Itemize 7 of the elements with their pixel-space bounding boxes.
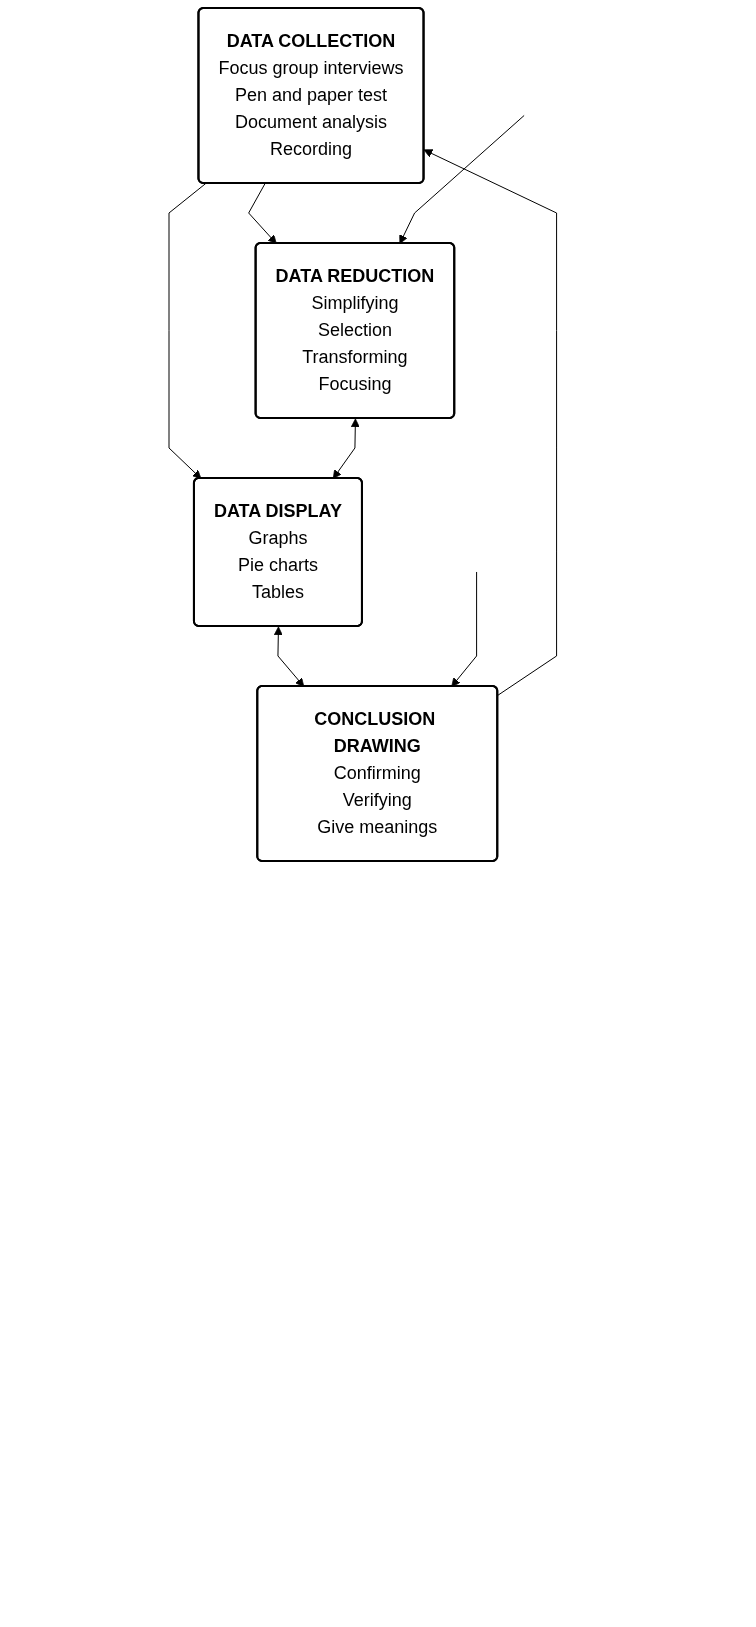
arrow [423, 149, 558, 696]
arrow [248, 183, 277, 244]
arrow [451, 571, 478, 687]
arrow [333, 418, 360, 479]
arrow [399, 115, 525, 244]
arrow [168, 183, 207, 479]
arrow [274, 626, 305, 687]
